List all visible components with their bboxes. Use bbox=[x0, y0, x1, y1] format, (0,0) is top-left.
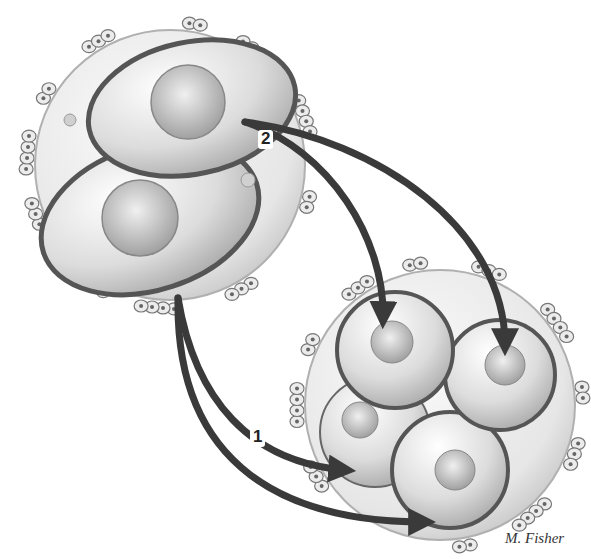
callout-number: 1 bbox=[250, 428, 265, 447]
four-cell-embryo bbox=[305, 270, 575, 540]
lineage-arrows bbox=[178, 122, 505, 522]
callout-number: 2 bbox=[258, 130, 273, 149]
cumulus-cells bbox=[19, 17, 590, 553]
two-cell-embryo bbox=[21, 22, 308, 321]
artist-signature: M. Fisher bbox=[505, 530, 564, 547]
